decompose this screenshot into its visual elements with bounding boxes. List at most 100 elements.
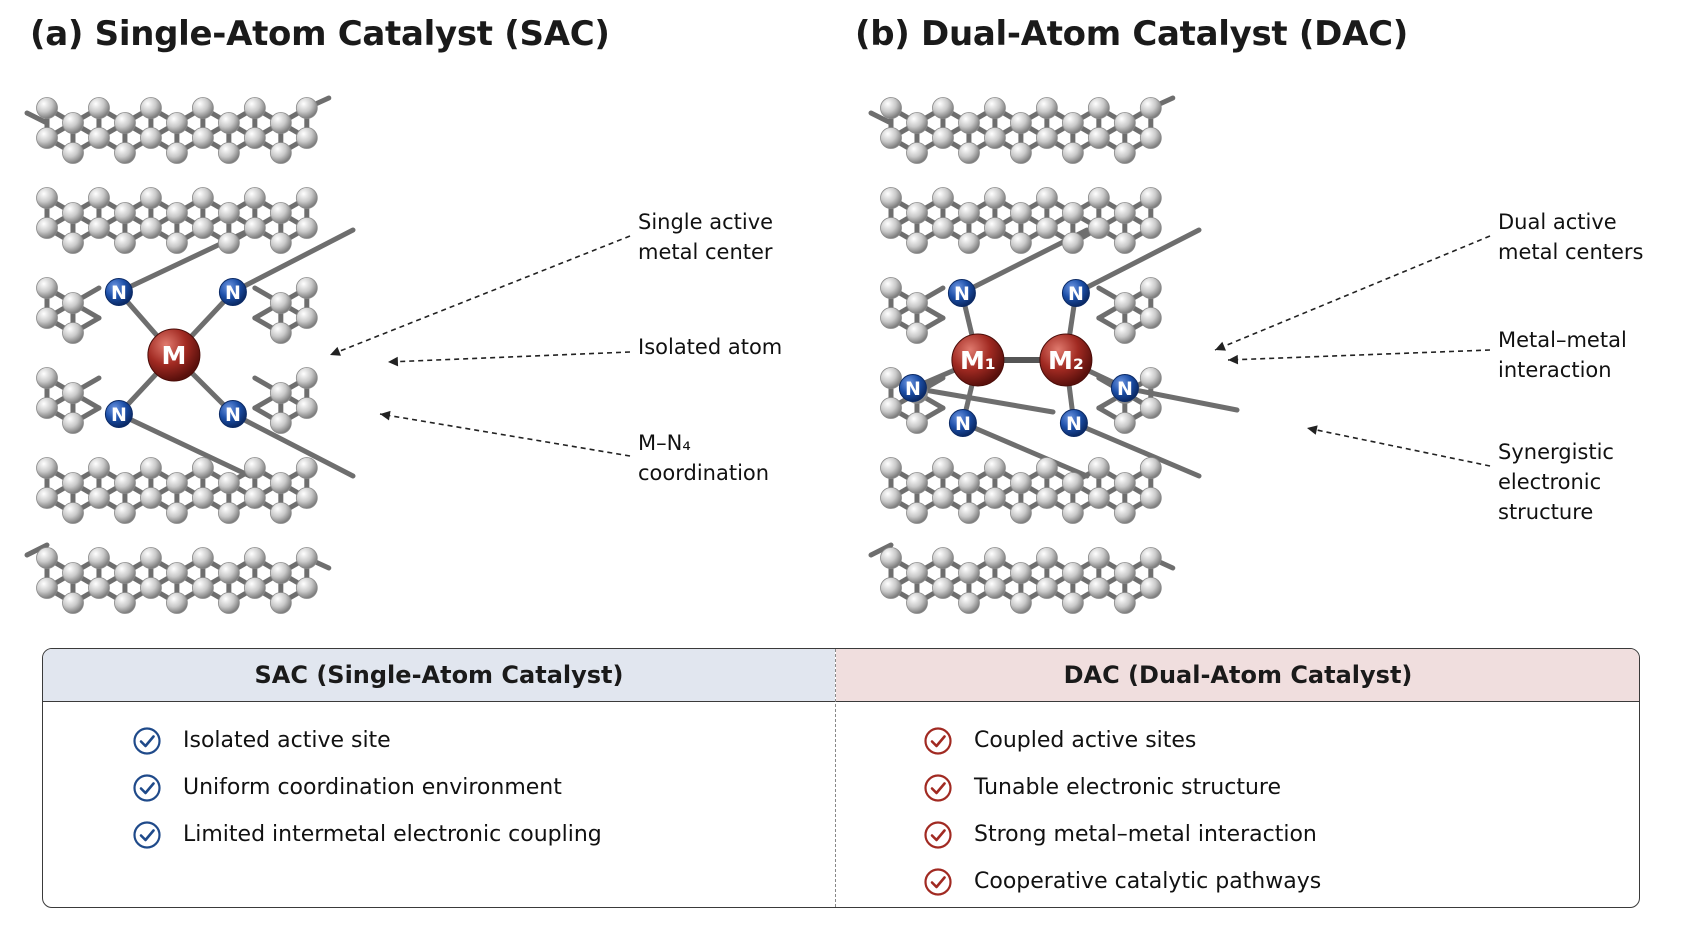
carbon-atom <box>1139 217 1162 239</box>
coordination-bond <box>1073 227 1202 296</box>
carbon-atom <box>1010 142 1032 164</box>
sac-column-header: SAC (Single-Atom Catalyst) <box>43 649 835 702</box>
carbon-atom <box>217 592 240 614</box>
sac-column: SAC (Single-Atom Catalyst) Isolated acti… <box>43 649 835 907</box>
carbon-atom <box>1035 187 1058 209</box>
carbon-atom <box>140 577 162 599</box>
dac-feature-text: Coupled active sites <box>974 728 1197 753</box>
carbon-atom <box>1035 97 1058 119</box>
carbon-atom <box>1061 202 1084 224</box>
dac-callout-metal-metal: Metal–metal interaction <box>1498 328 1627 382</box>
carbon-atom <box>1113 292 1136 314</box>
carbon-atom <box>295 217 318 239</box>
carbon-atom <box>1139 277 1162 299</box>
carbon-atom <box>140 547 162 569</box>
carbon-atom <box>906 142 928 164</box>
carbon-atom <box>269 382 292 404</box>
carbon-atom <box>906 202 928 224</box>
carbon-atom <box>62 232 84 254</box>
carbon-atom <box>1035 547 1058 569</box>
carbon-atom <box>191 187 214 209</box>
carbon-atom <box>88 97 110 119</box>
carbon-atom <box>1113 232 1136 254</box>
nitrogen-atom <box>947 279 976 307</box>
dac-column-header: DAC (Dual-Atom Catalyst) <box>836 649 1639 702</box>
carbon-atom <box>114 562 136 584</box>
carbon-atom <box>1139 127 1162 149</box>
carbon-atom <box>880 457 902 479</box>
nitrogen-label: N <box>1066 413 1082 435</box>
carbon-atom <box>906 292 928 314</box>
nitrogen-atom <box>1059 409 1088 437</box>
coordination-bond <box>1071 420 1202 479</box>
dac-feature-item: Coupled active sites <box>924 717 1321 764</box>
carbon-atom <box>1087 127 1110 149</box>
callout-leader-line <box>1214 235 1491 351</box>
coordination-bond <box>1122 385 1240 413</box>
carbon-atom <box>984 487 1006 509</box>
carbon-atom <box>295 487 318 509</box>
carbon-atom <box>1061 472 1084 494</box>
sac-feature-text: Limited intermetal electronic coupling <box>183 822 602 847</box>
carbon-atom <box>243 577 266 599</box>
nitrogen-label: N <box>225 282 241 304</box>
carbon-atom <box>62 202 84 224</box>
carbon-atom <box>984 127 1006 149</box>
carbon-atom <box>217 232 240 254</box>
carbon-atom <box>295 367 318 389</box>
carbon-atom <box>166 562 188 584</box>
carbon-atom <box>269 232 292 254</box>
carbon-atom <box>1087 577 1110 599</box>
nitrogen-label: N <box>111 282 127 304</box>
carbon-atom <box>1010 202 1032 224</box>
sac-feature-item: Uniform coordination environment <box>133 764 602 811</box>
carbon-atom <box>166 142 188 164</box>
nitrogen-atom <box>1110 374 1139 402</box>
carbon-atom <box>36 577 58 599</box>
carbon-atom <box>932 487 954 509</box>
metal-label: M₁ <box>960 346 996 375</box>
carbon-atom <box>880 307 902 329</box>
dac-feature-text: Cooperative catalytic pathways <box>974 869 1322 894</box>
carbon-atom <box>166 502 188 524</box>
carbon-atom <box>36 397 58 419</box>
carbon-atom <box>880 217 902 239</box>
check-circle-icon <box>924 726 952 755</box>
sac-callout-isolated-atom: Isolated atom <box>638 335 783 359</box>
carbon-atom <box>1061 562 1084 584</box>
carbon-atom <box>958 592 980 614</box>
callout-arrowhead <box>1228 354 1239 365</box>
coordination-bond <box>910 385 1056 415</box>
carbon-atom <box>114 142 136 164</box>
nitrogen-label: N <box>1117 378 1133 400</box>
carbon-atom <box>1139 577 1162 599</box>
callout-leader-line <box>379 413 631 457</box>
carbon-atom <box>880 367 902 389</box>
carbon-atom <box>906 472 928 494</box>
carbon-atom <box>191 487 214 509</box>
carbon-atom <box>36 367 58 389</box>
carbon-atom <box>166 592 188 614</box>
carbon-atom <box>36 97 58 119</box>
carbon-atom <box>62 142 84 164</box>
carbon-atom <box>1113 592 1136 614</box>
sac-callout-coordination: M–N₄ coordination <box>638 431 770 485</box>
carbon-atom <box>62 112 84 134</box>
carbon-atom <box>243 487 266 509</box>
nitrogen-label: N <box>905 378 921 400</box>
sac-feature-item: Isolated active site <box>133 717 602 764</box>
carbon-atom <box>36 307 58 329</box>
carbon-atom <box>191 97 214 119</box>
nitrogen-atom <box>898 374 927 402</box>
nitrogen-label: N <box>111 404 127 426</box>
carbon-atom <box>88 187 110 209</box>
metal-atom <box>1039 333 1093 387</box>
dac-feature-item: Cooperative catalytic pathways <box>924 858 1321 905</box>
carbon-atom <box>880 547 902 569</box>
carbon-atom <box>932 217 954 239</box>
